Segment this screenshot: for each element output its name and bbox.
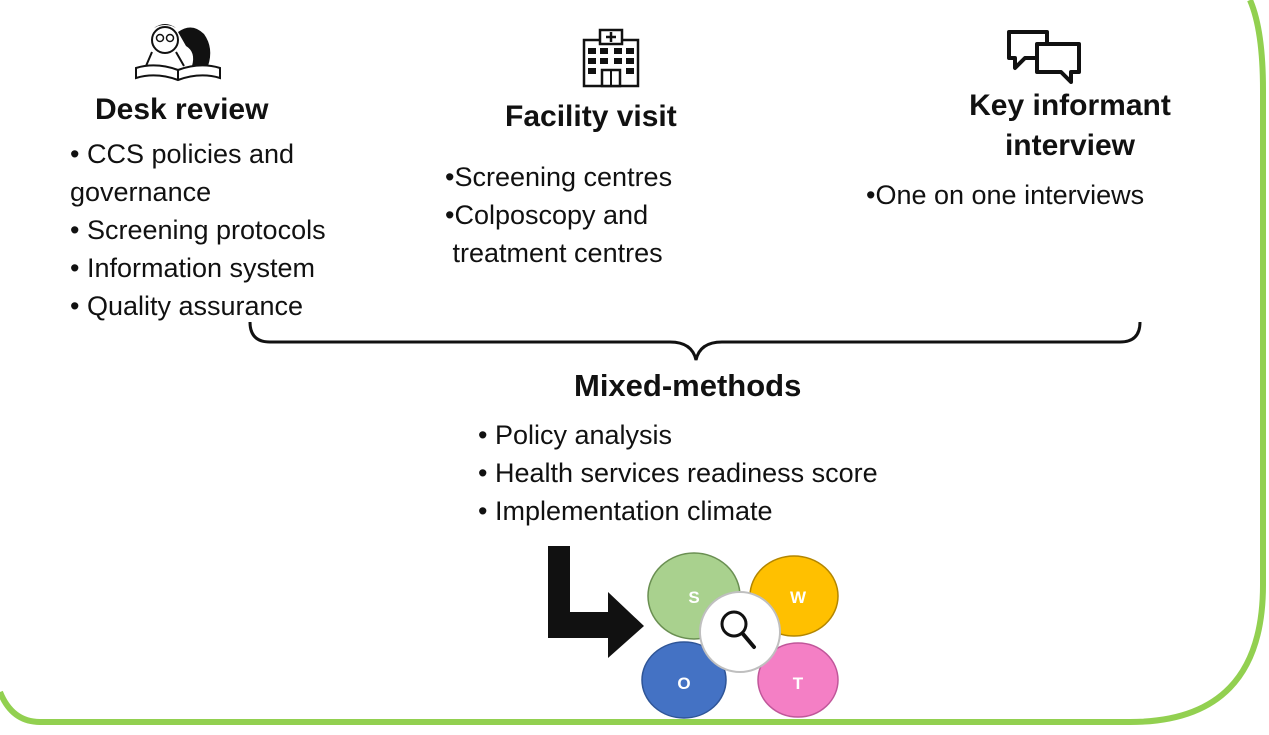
key-informant-list: •One on one interviews xyxy=(866,176,1144,214)
key-informant-title: Key informant interview xyxy=(950,86,1190,166)
hospital-icon xyxy=(582,28,640,88)
list-item: • Quality assurance xyxy=(70,291,304,321)
key-informant-title-line2: interview xyxy=(1004,129,1136,162)
desk-review-list: • CCS policies and governance • Screenin… xyxy=(70,135,326,325)
list-item: • Screening protocols xyxy=(70,215,326,245)
list-item: • Implementation climate xyxy=(478,496,773,526)
facility-visit-title: Facility visit xyxy=(505,100,677,133)
facility-visit-list: •Screening centres •Colposcopy and treat… xyxy=(445,158,672,272)
speech-bubbles-icon xyxy=(1007,30,1081,84)
swot-o-circle xyxy=(641,641,727,719)
grouping-brace xyxy=(248,321,1142,361)
swot-w-label: W xyxy=(790,588,807,607)
swot-center-circle xyxy=(699,591,781,673)
list-item: • Information system xyxy=(70,253,316,283)
magnifier-icon xyxy=(720,610,756,649)
list-item: • CCS policies and xyxy=(70,139,295,169)
list-item: •One on one interviews xyxy=(866,180,1145,210)
swot-o-label: O xyxy=(677,674,690,693)
desk-review-title: Desk review xyxy=(95,93,269,126)
swot-t-circle xyxy=(757,642,839,718)
mixed-methods-title: Mixed-methods xyxy=(574,368,802,403)
list-item: •Screening centres xyxy=(445,162,673,192)
swot-diagram: S W O T xyxy=(641,552,839,719)
list-item: treatment centres xyxy=(445,238,663,268)
list-item: governance xyxy=(70,177,212,207)
swot-t-label: T xyxy=(793,674,804,693)
elbow-arrow-icon xyxy=(548,546,644,658)
reading-person-icon xyxy=(135,24,221,82)
list-item: • Policy analysis xyxy=(478,420,673,450)
list-item: •Colposcopy and xyxy=(445,200,649,230)
mixed-methods-list: • Policy analysis • Health services read… xyxy=(478,416,878,530)
list-item: • Health services readiness score xyxy=(478,458,878,488)
swot-s-label: S xyxy=(688,588,699,607)
key-informant-title-line1: Key informant xyxy=(969,89,1171,122)
